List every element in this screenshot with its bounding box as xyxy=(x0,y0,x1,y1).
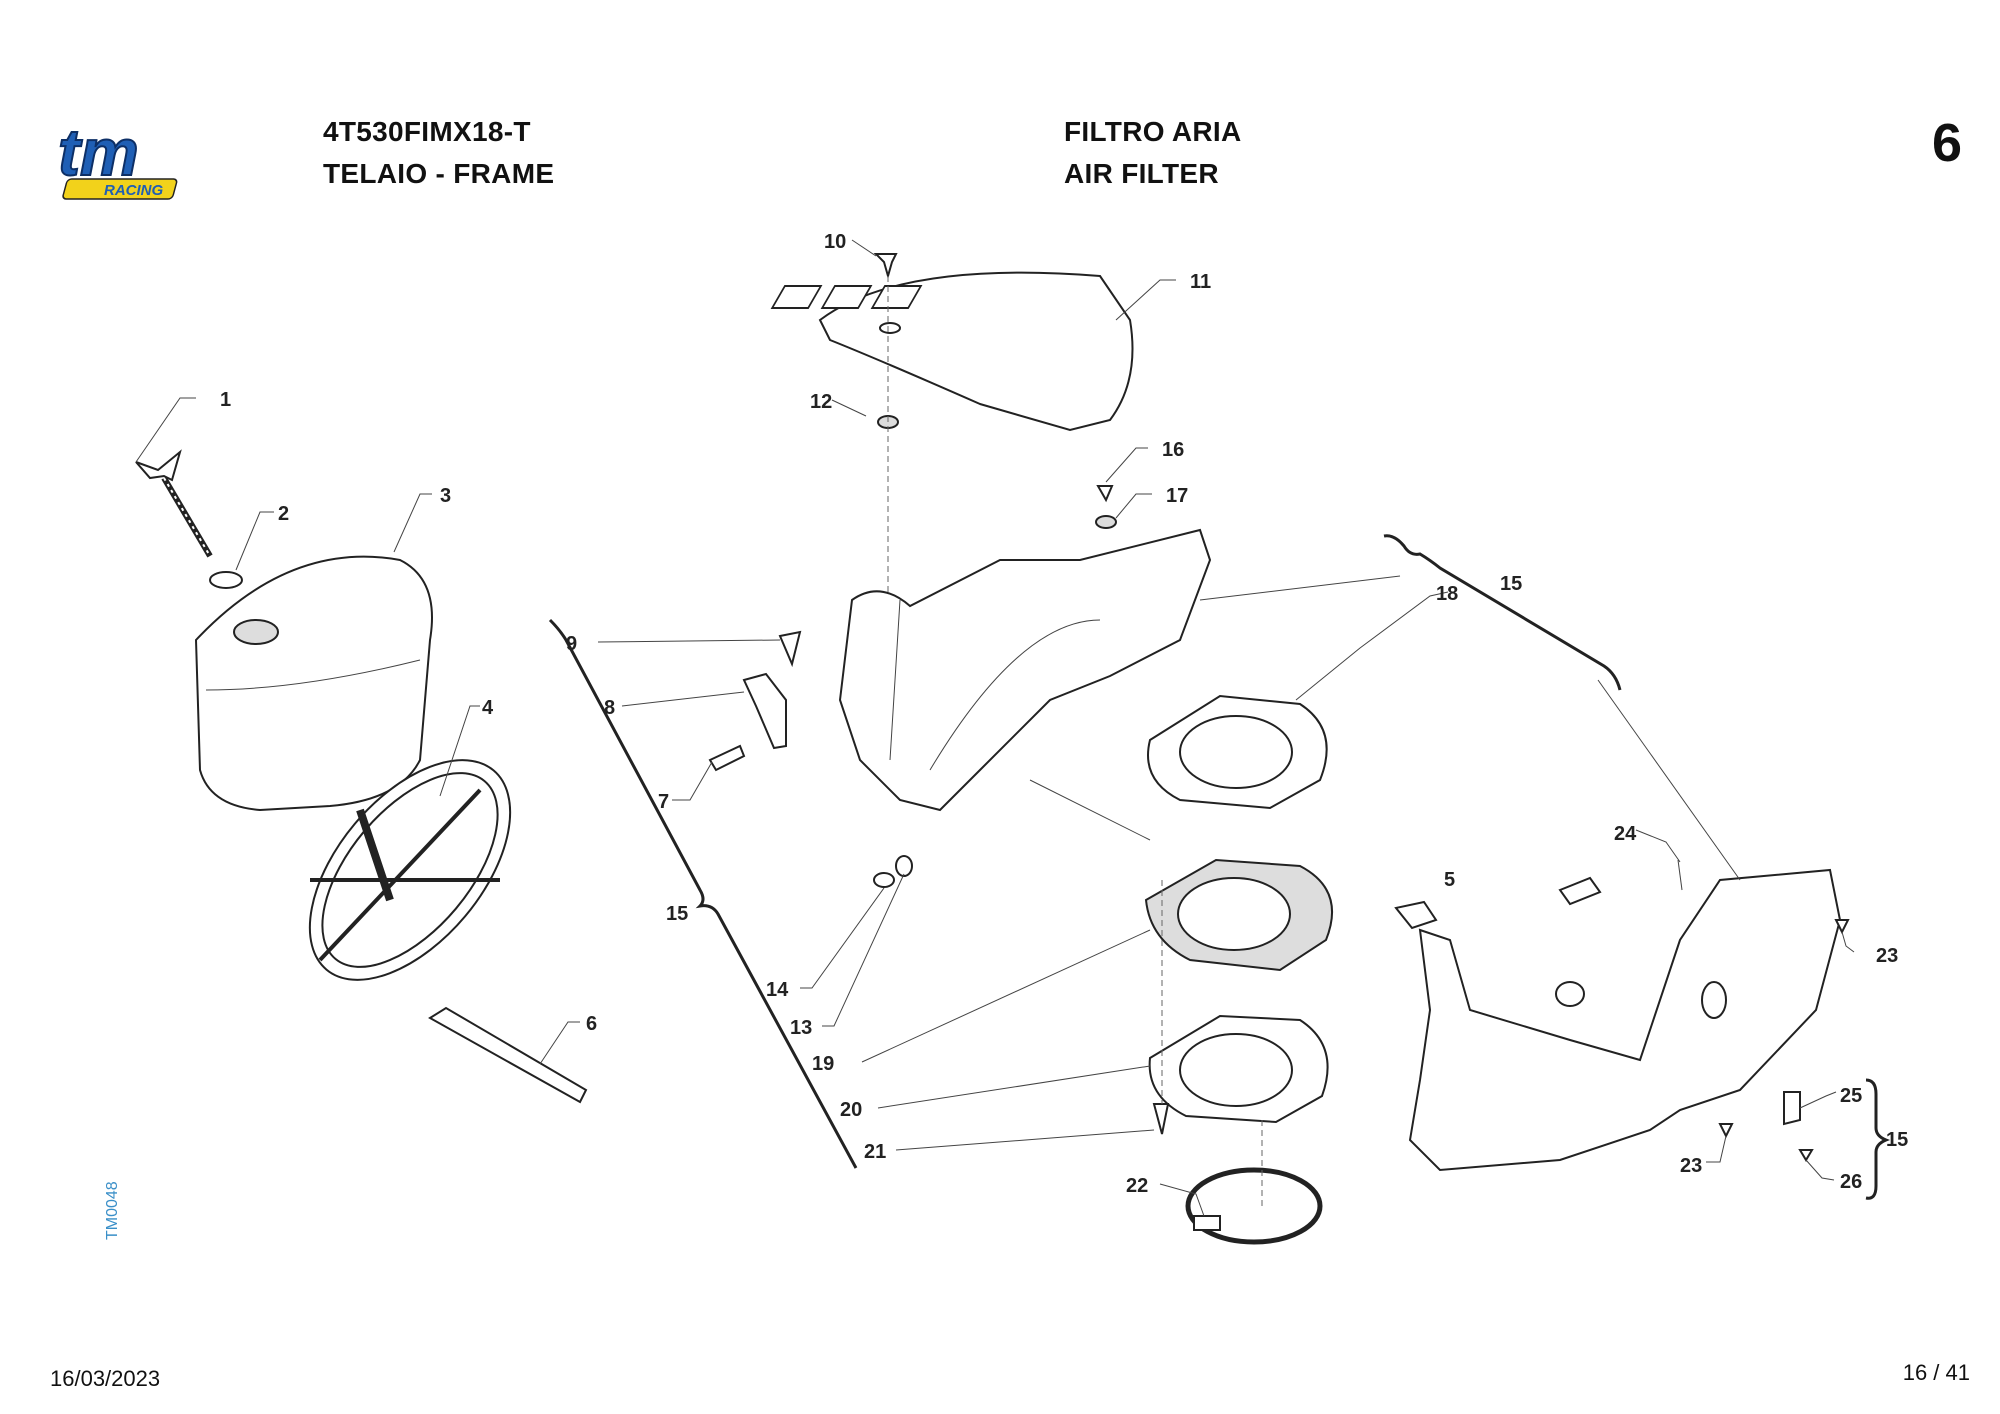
callout-19: 19 xyxy=(812,1053,834,1075)
callout-23-bottom: 23 xyxy=(1680,1155,1702,1177)
clip-5-part xyxy=(1394,900,1438,930)
tm-racing-logo: tm RACING xyxy=(57,125,178,200)
bolt-7-part xyxy=(708,744,746,772)
clip-part xyxy=(1558,876,1602,906)
svg-text:RACING: RACING xyxy=(104,182,163,199)
callout-9: 9 xyxy=(566,633,577,655)
callout-17: 17 xyxy=(1166,485,1188,507)
section-title-en: AIR FILTER xyxy=(1064,158,1219,189)
screw-23b-part xyxy=(1718,1123,1734,1139)
group-15-brace-small xyxy=(1865,1078,1891,1200)
callout-6: 6 xyxy=(586,1013,597,1035)
bolt-9-part xyxy=(778,630,802,668)
bracket-part xyxy=(428,1006,588,1104)
callout-21: 21 xyxy=(864,1141,886,1163)
sensor-25-part xyxy=(1783,1091,1801,1126)
callout-5: 5 xyxy=(1444,869,1455,891)
callout-15-top: 15 xyxy=(1500,573,1522,595)
airbox-washer-part xyxy=(1095,515,1117,529)
callout-13: 13 xyxy=(790,1017,812,1039)
callout-18: 18 xyxy=(1436,583,1458,605)
callout-25: 25 xyxy=(1840,1085,1862,1107)
gasket-18-part xyxy=(1147,694,1328,810)
wing-bolt-part xyxy=(135,449,213,558)
pin-24-part xyxy=(1677,859,1683,891)
callout-20: 20 xyxy=(840,1099,862,1121)
callout-4: 4 xyxy=(482,697,494,719)
washer-13-part xyxy=(895,855,913,877)
group-title: TELAIO - FRAME xyxy=(323,158,555,189)
washer-part xyxy=(209,571,243,589)
airbox-cover-part xyxy=(770,271,1134,432)
callout-15-right: 15 xyxy=(1886,1129,1908,1151)
intake-flange-part xyxy=(1144,858,1334,972)
page-indicator: 16 / 41 xyxy=(1902,1360,1970,1385)
callout-14: 14 xyxy=(766,979,789,1001)
airbox-body-part xyxy=(838,528,1212,812)
hose-clamp-part xyxy=(1185,1167,1323,1245)
section-title-it: FILTRO ARIA xyxy=(1064,116,1242,147)
section-number: 6 xyxy=(1931,113,1962,173)
airbox-screw-part xyxy=(1096,485,1114,503)
group-15-brace-right xyxy=(1383,534,1622,691)
callout-15-left: 15 xyxy=(666,903,688,925)
callout-16: 16 xyxy=(1162,439,1184,461)
screw-23-part xyxy=(1834,919,1850,935)
callout-3: 3 xyxy=(440,485,451,507)
callout-1: 1 xyxy=(220,389,231,411)
filter-cage-part xyxy=(308,759,512,981)
callout-10: 10 xyxy=(824,231,846,253)
screw-21-part xyxy=(1152,1103,1170,1135)
group-15-brace-left xyxy=(548,618,858,1169)
filter-element-part xyxy=(194,555,433,812)
print-date: 16/03/2023 xyxy=(50,1366,161,1391)
callout-7: 7 xyxy=(658,791,669,813)
bracket-plate-part xyxy=(742,672,787,750)
callout-24: 24 xyxy=(1614,823,1637,845)
callout-26: 26 xyxy=(1840,1171,1862,1193)
screw-26-part xyxy=(1798,1149,1814,1162)
washer-14-part xyxy=(873,872,895,888)
cover-screw-part xyxy=(873,253,898,280)
callout-12: 12 xyxy=(810,391,832,413)
callout-23-right: 23 xyxy=(1876,945,1898,967)
gasket-20-part xyxy=(1148,1014,1329,1124)
document-code: TM0048 xyxy=(104,1181,121,1240)
callout-2: 2 xyxy=(278,503,289,525)
side-panel-part xyxy=(1408,868,1842,1172)
model-code: 4T530FIMX18-T xyxy=(323,116,531,147)
callout-22: 22 xyxy=(1126,1175,1148,1197)
callout-11: 11 xyxy=(1190,271,1211,293)
callout-8: 8 xyxy=(604,697,615,719)
